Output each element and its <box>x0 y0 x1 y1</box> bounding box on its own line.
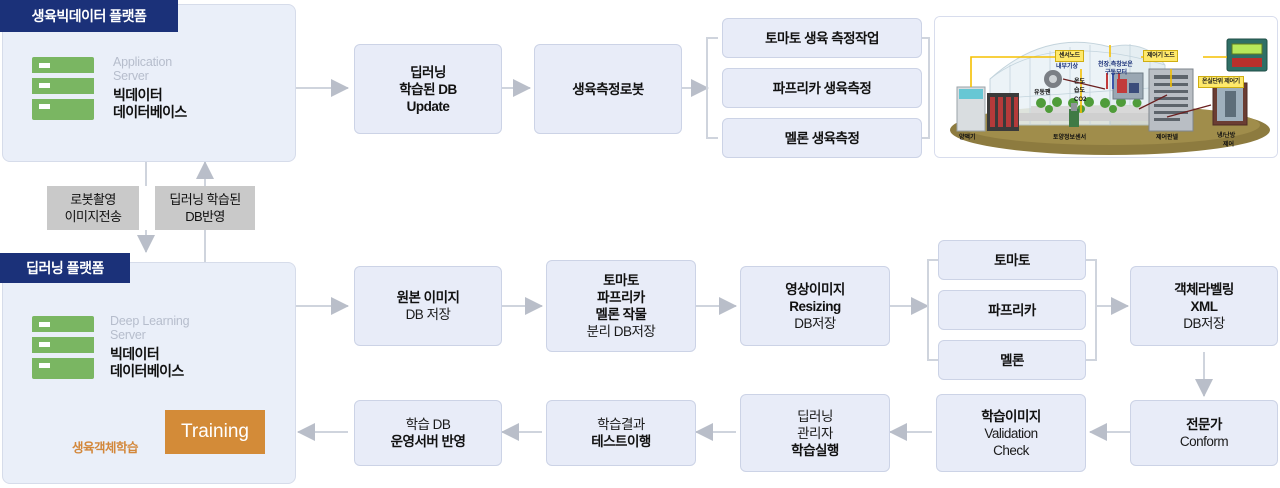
flow-line: 토마토 <box>603 273 639 288</box>
flow-box-image-resizing-db[interactable]: 영상이미지 Resizing DB저장 <box>740 266 890 346</box>
greenhouse-tag-controller-node: 제어기 노드 <box>1143 50 1179 62</box>
server-main-line1: 빅데이터 <box>110 346 160 362</box>
flow-line: 학습된 DB <box>399 81 457 97</box>
flow-line: 원본 이미지 <box>396 290 460 305</box>
greenhouse-label-drive-motor: 구동모터 <box>1105 70 1128 76</box>
flow-line: DB저장 <box>1183 315 1225 331</box>
relay-line2: DB반영 <box>185 209 225 224</box>
server-sub-line2: Server <box>113 69 149 83</box>
flow-box-training-db-deploy[interactable]: 학습 DB 운영서버 반영 <box>354 400 502 466</box>
server-rack-icon <box>32 316 94 379</box>
flow-line: 생육측정로봇 <box>572 81 644 97</box>
flow-line: Resizing <box>789 298 841 314</box>
greenhouse-label-ceiling-sidewall: 천장.측창보온 <box>1098 62 1133 68</box>
greenhouse-label-internal-weather: 내부기상 <box>1056 64 1079 70</box>
flow-box-training-image-validation[interactable]: 학습이미지 Validation Check <box>936 394 1086 472</box>
greenhouse-label-control: 제어 <box>1223 142 1235 148</box>
flow-line: 테스트이행 <box>591 434 651 449</box>
greenhouse-tag-greenhouse-unit-controller: 온실단위 제어기 <box>1198 76 1244 88</box>
greenhouse-label-temperature: 온도 <box>1074 79 1086 85</box>
flow-line: 관리자 <box>797 425 833 441</box>
flow-box-expert-conform[interactable]: 전문가 Conform <box>1130 400 1278 466</box>
server-main-line1: 빅데이터 <box>113 87 163 103</box>
flow-box-original-image-db[interactable]: 원본 이미지 DB 저장 <box>354 266 502 346</box>
flow-box-crop-melon[interactable]: 멜론 <box>938 340 1086 380</box>
flow-line: 학습결과 <box>597 417 645 432</box>
flow-box-training-result-test[interactable]: 학습결과 테스트이행 <box>546 400 696 466</box>
flow-line: 파프리카 <box>988 302 1036 318</box>
flow-line: 전문가 <box>1186 417 1222 432</box>
relay-line1: 로봇촬영 <box>70 192 116 207</box>
flow-box-deeplearning-manager-train[interactable]: 딥러닝 관리자 학습실행 <box>740 394 890 472</box>
server-rack-icon <box>32 57 94 120</box>
flow-line: 딥러닝 <box>797 408 833 424</box>
flow-line: Conform <box>1179 434 1229 449</box>
flow-line: 객체라벨링 <box>1174 281 1234 297</box>
flow-box-melon-measurement[interactable]: 멜론 생육측정 <box>722 118 922 158</box>
flow-line: 학습 DB <box>405 417 451 432</box>
server-main-line2: 데이터베이스 <box>113 104 187 120</box>
greenhouse-label-humidity: 습도 <box>1074 88 1086 94</box>
flow-line: 학습이미지 <box>981 408 1041 424</box>
server-label-deeplearning: Deep Learning Server 빅데이터 데이터베이스 <box>110 314 290 380</box>
flow-box-object-labeling-xml[interactable]: 객체라벨링 XML DB저장 <box>1130 266 1278 346</box>
flow-box-deeplearning-db-update[interactable]: 딥러닝 학습된 DB Update <box>354 44 502 134</box>
flow-line: 파프리카 생육측정 <box>772 80 872 96</box>
server-sub-line1: Application <box>113 55 172 69</box>
relay-line2: 이미지전송 <box>64 209 122 224</box>
relay-line1: 딥러닝 학습된 <box>169 192 241 207</box>
greenhouse-label-co2: CO2 <box>1074 97 1087 103</box>
greenhouse-label-control-panel: 제어판넬 <box>1156 135 1179 141</box>
flow-box-tomato-measurement-task[interactable]: 토마토 생육 측정작업 <box>722 18 922 58</box>
training-button[interactable]: Training <box>165 410 265 454</box>
flow-box-growth-measuring-robot[interactable]: 생육측정로봇 <box>534 44 682 134</box>
flow-line: 멜론 <box>1000 352 1024 368</box>
flow-line: Update <box>406 98 450 114</box>
flow-box-crop-paprika[interactable]: 파프리카 <box>938 290 1086 330</box>
flow-box-crop-separation-db[interactable]: 토마토 파프리카 멜론 작물 분리 DB저장 <box>546 260 696 352</box>
flow-line: 멜론 작물 <box>595 307 647 322</box>
flow-line: 파프리카 <box>597 290 645 305</box>
flow-box-crop-tomato[interactable]: 토마토 <box>938 240 1086 280</box>
platform-title-bigdata: 생육빅데이터 플랫폼 <box>0 0 178 32</box>
flow-box-paprika-measurement[interactable]: 파프리카 생육측정 <box>722 68 922 108</box>
flow-line: DB저장 <box>794 315 836 331</box>
flow-line: 영상이미지 <box>785 281 845 297</box>
greenhouse-illustration: 센서노드 제어기 노드 온실단위 제어기 내부기상 천장.측창보온 구동모터 온… <box>934 16 1278 158</box>
relay-label-robot-capture: 로봇촬영 이미지전송 <box>47 186 139 230</box>
flow-line: XML <box>1190 298 1219 314</box>
flow-line: 딥러닝 <box>410 64 446 80</box>
flow-line: 학습실행 <box>791 442 839 458</box>
relay-label-db-reflect: 딥러닝 학습된 DB반영 <box>155 186 255 230</box>
server-sub-line1: Deep Learning <box>110 314 190 328</box>
flow-line: 운영서버 반영 <box>390 434 466 449</box>
flow-line: 토마토 생육 측정작업 <box>765 30 879 46</box>
greenhouse-label-circulation-fan: 유동팬 <box>1034 90 1051 96</box>
server-main-line2: 데이터베이스 <box>110 363 184 379</box>
platform-title-deeplearning: 딥러닝 플랫폼 <box>0 253 130 283</box>
flow-line: Check <box>993 442 1029 458</box>
greenhouse-label-soil-sensor: 토양정보센서 <box>1053 135 1087 141</box>
training-note-label: 생육객체학습 <box>72 441 139 455</box>
greenhouse-label-nutrient-machine: 양액기 <box>959 135 976 141</box>
flow-line: 토마토 <box>994 252 1030 268</box>
greenhouse-label-cooling-heating: 냉/난방 <box>1217 133 1236 139</box>
server-sub-line2: Server <box>110 328 146 342</box>
flow-line: 멜론 생육측정 <box>784 130 860 146</box>
flow-line: 분리 DB저장 <box>586 324 656 339</box>
flow-line: Validation <box>984 425 1038 441</box>
greenhouse-tag-sensor-node: 센서노드 <box>1055 50 1084 62</box>
flow-line: DB 저장 <box>405 307 451 322</box>
server-label-application: Application Server 빅데이터 데이터베이스 <box>113 55 283 121</box>
